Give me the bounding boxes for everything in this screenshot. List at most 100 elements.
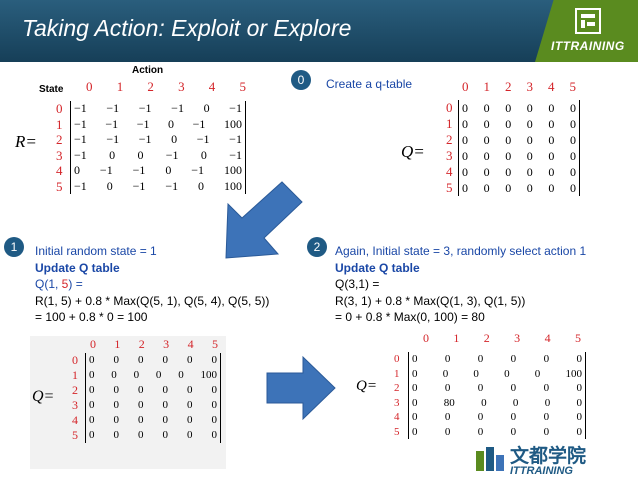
matrix-cell: 0 <box>510 411 517 423</box>
matrix-cell: 0 <box>113 354 120 366</box>
matrix-cell: 0 <box>162 399 169 411</box>
matrix-cell: 0 <box>74 163 80 177</box>
matrix-cell: 0 <box>412 411 418 423</box>
matrix-cell: 0 <box>477 353 484 365</box>
matrix-cell: 0 <box>187 399 193 411</box>
step-0-badge: 0 <box>291 70 311 90</box>
step-2-line-2: Update Q table <box>335 260 420 275</box>
matrix-cell: −1 <box>74 147 87 162</box>
matrix-cell: 0 <box>543 411 550 423</box>
matrix-cell: −1 <box>105 116 119 131</box>
matrix-cell: −1 <box>138 101 152 115</box>
step-2-line-3: Q(3,1) = <box>335 277 380 291</box>
step-1-line-2: Update Q table <box>35 260 120 275</box>
title-bar: Taking Action: Exploit or Explore ITTRAI… <box>0 0 638 62</box>
row-label: 1 <box>394 367 400 380</box>
matrix-cell: 0 <box>548 117 555 131</box>
matrix-cell: 0 <box>162 384 169 396</box>
matrix-cell: −1 <box>165 178 179 193</box>
matrix-cell: 0 <box>483 101 490 115</box>
matrix-cell: 0 <box>512 396 519 409</box>
matrix-cell: 0 <box>165 163 172 177</box>
matrix-cell: 0 <box>576 382 582 394</box>
matrix-cell: −1 <box>196 132 210 146</box>
matrix-cell: 0 <box>200 147 207 162</box>
step-1-line-4: R(1, 5) + 0.8 * Max(Q(5, 1), Q(5, 4), Q(… <box>35 293 270 308</box>
matrix-cell: 0 <box>569 117 576 131</box>
matrix-cell: 0 <box>211 414 218 426</box>
matrix-cell: −1 <box>229 147 242 162</box>
row-label: 0 <box>394 353 400 365</box>
matrix-cell: 0 <box>178 369 184 381</box>
matrix-cell: 0 <box>569 101 576 115</box>
column-header: 1 <box>483 79 491 94</box>
matrix-cell: 0 <box>576 411 582 423</box>
matrix-cell: 0 <box>412 396 418 409</box>
matrix-cell: 0 <box>442 367 449 380</box>
matrix-cell: 0 <box>569 149 576 163</box>
matrix-cell: 0 <box>510 382 517 394</box>
matrix-cell: 100 <box>223 163 242 177</box>
row-label: 5 <box>394 425 400 438</box>
matrix-cell: 0 <box>187 354 193 366</box>
column-header: 5 <box>239 79 246 94</box>
arrow-right-icon <box>266 355 336 421</box>
matrix-cell: 0 <box>483 149 490 163</box>
row-label: 4 <box>394 411 400 423</box>
matrix-cell: 0 <box>481 396 487 409</box>
step-2-line-4: R(3, 1) + 0.8 * Max(Q(1, 3), Q(1, 5)) <box>335 293 526 308</box>
column-header: 4 <box>187 337 194 351</box>
matrix-cell: −1 <box>138 132 152 146</box>
matrix-cell: 0 <box>462 181 468 195</box>
matrix-cell: 0 <box>505 165 512 179</box>
matrix-cell: 0 <box>155 369 162 381</box>
matrix-cell: 0 <box>505 133 512 147</box>
matrix-cell: 0 <box>106 178 113 193</box>
matrix-cell: 0 <box>462 101 468 115</box>
logo-brand-text: ITTRAINING <box>551 39 625 53</box>
matrix-cell: 0 <box>483 117 490 131</box>
row-label: 4 <box>446 164 453 179</box>
matrix-cell: 0 <box>483 181 490 195</box>
matrix-cell: 0 <box>187 414 193 426</box>
matrix-cell: 0 <box>203 101 210 115</box>
column-header: 0 <box>423 331 429 345</box>
footer-logo-brand: ITTRAINING <box>510 465 573 477</box>
matrix-cell: 0 <box>569 133 576 147</box>
matrix-cell: 0 <box>576 396 582 409</box>
matrix-cell: 0 <box>162 429 169 441</box>
row-label: 2 <box>446 132 453 147</box>
matrix-cell: −1 <box>74 132 87 146</box>
matrix-cell: 0 <box>473 367 479 380</box>
row-label: 0 <box>446 100 453 115</box>
matrix-cell: 0 <box>510 353 517 365</box>
row-label: 1 <box>446 116 453 131</box>
matrix-cell: 0 <box>544 396 551 409</box>
matrix-cell: 0 <box>168 116 175 131</box>
action-label: Action <box>132 65 164 76</box>
step-1-text: Initial random state = 1 Update Q table … <box>35 243 335 326</box>
row-label: 3 <box>72 398 78 412</box>
row-label: 3 <box>394 396 400 409</box>
matrix-cell: 0 <box>113 384 120 396</box>
matrix-cell: 0 <box>89 429 95 441</box>
ittraining-logo: ITTRAINING <box>535 0 638 62</box>
matrix-cell: 0 <box>111 369 117 381</box>
row-label: 3 <box>446 148 453 163</box>
column-header: 0 <box>90 337 96 351</box>
step-0-text: Create a q-table <box>326 77 413 91</box>
matrix-cell: 0 <box>162 414 169 426</box>
column-header: 5 <box>569 79 577 94</box>
